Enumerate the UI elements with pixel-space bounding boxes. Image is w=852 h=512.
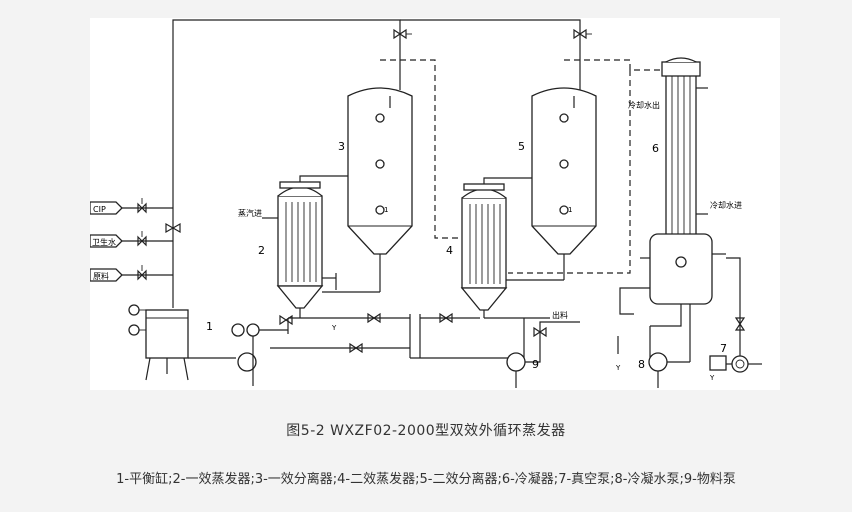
label-5: 5	[518, 140, 525, 153]
label-9: 9	[532, 358, 539, 371]
balance-tank	[128, 304, 236, 381]
label-6: 6	[652, 142, 659, 155]
inlet-lines	[89, 198, 181, 282]
drain-mark: Y	[331, 324, 337, 332]
drain-mark: Y	[709, 374, 715, 382]
inlet-feed: 原料	[93, 271, 109, 281]
second-effect-evaporator	[460, 90, 565, 318]
label-product-out: 出料	[552, 310, 568, 320]
label-8: 8	[638, 358, 645, 371]
feed-line	[231, 312, 510, 386]
label-7: 7	[720, 342, 727, 355]
label-3: 3	[338, 140, 345, 153]
inlet-sanitary-water: 卫生水	[92, 237, 116, 247]
product-line	[484, 317, 580, 388]
figure-legend: 1-平衡缸;2-一效蒸发器;3-一效分离器;4-二效蒸发器;5-二效分离器;6-…	[116, 472, 736, 487]
figure-caption: 图5-2 WXZF02-2000型双效外循环蒸发器	[286, 423, 566, 439]
label-1: 1	[206, 320, 213, 333]
first-effect-evaporator	[262, 90, 381, 318]
vacuum-pump	[709, 257, 762, 373]
inlet-cip: CIP	[93, 205, 106, 214]
label-4: 4	[446, 244, 453, 257]
top-pipes	[172, 19, 665, 308]
level-mark: 1	[384, 206, 388, 214]
second-effect-separator	[506, 87, 597, 281]
condensate-pump	[617, 304, 691, 388]
label-steam-in: 蒸汽进	[238, 208, 262, 218]
level-mark: 1	[568, 206, 572, 214]
label-cooling-water-out: 冷却水出	[628, 100, 660, 110]
condenser	[619, 57, 726, 327]
drain-mark: Y	[615, 364, 621, 372]
first-effect-separator	[322, 87, 413, 293]
process-flow-diagram: CIP 卫生水 原料	[89, 18, 780, 390]
label-2: 2	[258, 244, 265, 257]
label-cooling-water-in: 冷却水进	[710, 200, 742, 210]
